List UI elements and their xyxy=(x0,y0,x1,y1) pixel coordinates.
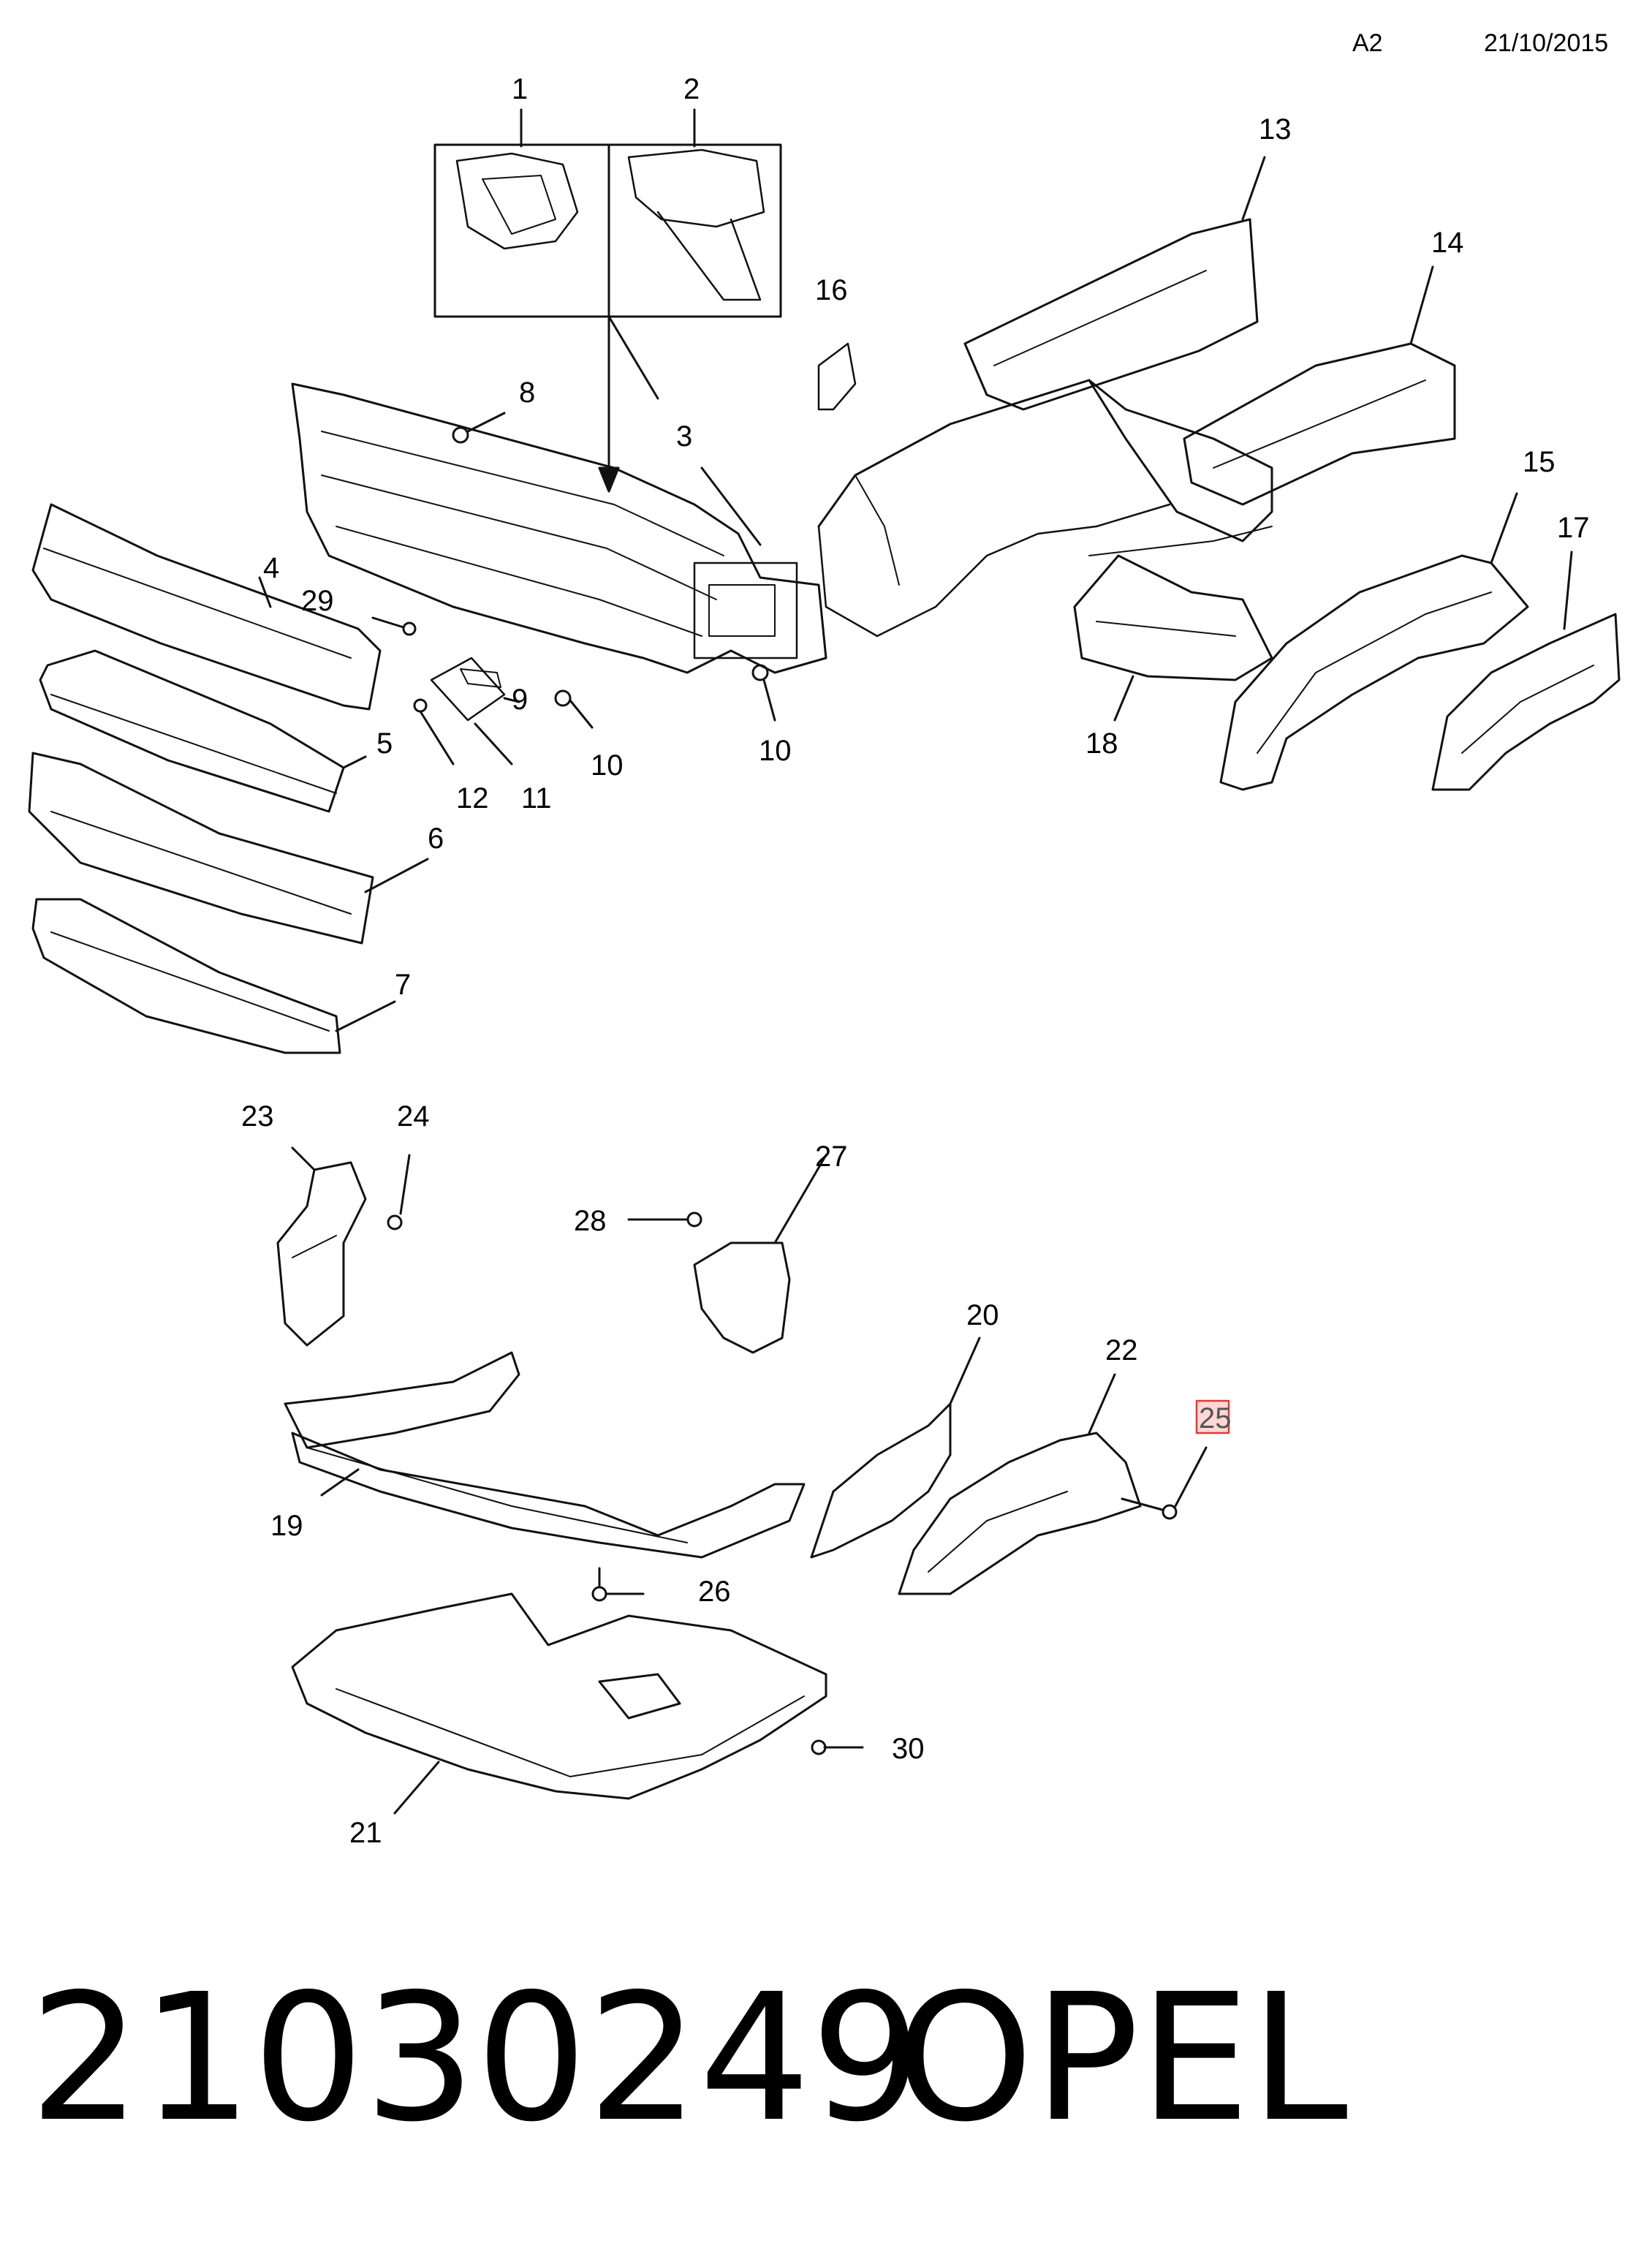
lower-air-deflector xyxy=(284,1351,806,1559)
callout-8: 8 xyxy=(519,377,535,409)
diagram-date: 21/10/2015 xyxy=(1484,29,1608,57)
fasteners-and-brackets xyxy=(371,412,776,765)
wheelhouse-liner-bracket xyxy=(1073,554,1273,722)
callout-30: 30 xyxy=(892,1733,925,1765)
side-splash-shield xyxy=(276,1146,411,1347)
engine-underbody-shield xyxy=(291,1567,864,1815)
brand-name: OPEL xyxy=(895,1956,1348,2160)
callout-25-highlight-box xyxy=(1195,1399,1230,1434)
callout-20: 20 xyxy=(966,1299,999,1331)
inner-wheelhouse-panel xyxy=(1219,492,1529,791)
part-number: 21030249 xyxy=(29,1956,922,2160)
callout-9: 9 xyxy=(512,684,528,716)
front-side-member xyxy=(817,379,1273,638)
sheet-code: A2 xyxy=(1352,29,1383,57)
upper-frame-rails xyxy=(817,156,1456,506)
front-bumper-beams xyxy=(28,503,429,1054)
callout-1: 1 xyxy=(512,73,528,105)
callout-27: 27 xyxy=(815,1141,848,1173)
callout-18: 18 xyxy=(1085,727,1118,760)
radiator-support-assembly xyxy=(291,382,827,674)
callout-3: 3 xyxy=(676,420,692,453)
callout-16: 16 xyxy=(815,274,848,306)
callout-29: 29 xyxy=(301,585,334,617)
callout-26: 26 xyxy=(698,1576,731,1608)
highlighted-callout-25[interactable]: 25 xyxy=(1195,1399,1232,1434)
callout-4: 4 xyxy=(263,552,279,584)
callout-12: 12 xyxy=(456,782,489,814)
callout-2: 2 xyxy=(683,73,700,105)
callout-23: 23 xyxy=(241,1100,274,1133)
lower-mount-bracket xyxy=(627,1154,827,1354)
callout-10a: 10 xyxy=(591,749,624,782)
callout-6: 6 xyxy=(428,823,444,855)
callout-22: 22 xyxy=(1105,1334,1138,1366)
callout-21: 21 xyxy=(349,1817,382,1849)
rear-wheelhouse-liner xyxy=(1431,551,1621,791)
callout-19: 19 xyxy=(270,1510,303,1542)
callout-15: 15 xyxy=(1523,446,1556,478)
callout-25: 25 xyxy=(1199,1402,1232,1434)
callout-11: 11 xyxy=(521,782,552,814)
callout-17: 17 xyxy=(1557,512,1590,544)
detail-inset-boxes xyxy=(433,108,782,493)
callout-13: 13 xyxy=(1259,113,1292,145)
callout-28: 28 xyxy=(574,1205,607,1237)
callout-14: 14 xyxy=(1431,227,1464,259)
callout-labels: 1 2 3 4 5 6 7 8 9 10 10 11 12 13 14 15 1… xyxy=(241,73,1590,1849)
callout-24: 24 xyxy=(397,1100,430,1133)
callout-7: 7 xyxy=(395,969,411,1001)
callout-5: 5 xyxy=(376,727,393,760)
callout-10b: 10 xyxy=(759,735,792,767)
front-wheel-liners xyxy=(810,1336,1208,1595)
